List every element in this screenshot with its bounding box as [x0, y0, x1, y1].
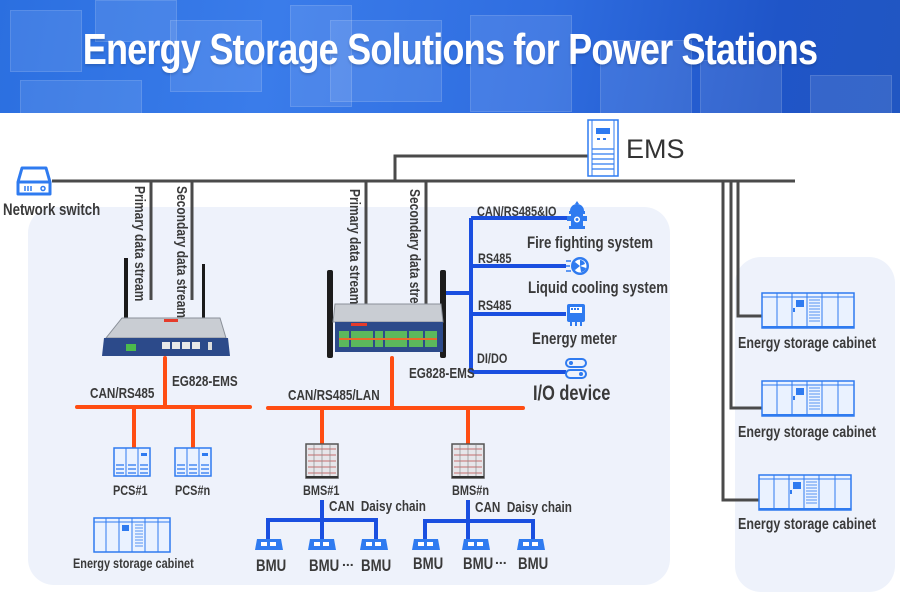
- right-cabinet-3-label: Energy storage cabinet: [738, 516, 877, 533]
- energy-storage-cabinet-icon: [758, 474, 852, 511]
- bmu-module-icon: [308, 539, 336, 550]
- bmu-label: BMU: [413, 554, 444, 573]
- left-bus-label: CAN/RS485: [90, 385, 155, 402]
- right-cabinet-2-label: Energy storage cabinet: [738, 424, 877, 441]
- cabinet-link-2: [729, 181, 762, 410]
- bmu-module-icon: [360, 539, 388, 550]
- bmu-label: BMU: [361, 556, 392, 575]
- io-device-label: I/O device: [533, 382, 611, 405]
- io-protocol-label: DI/DO: [477, 350, 508, 366]
- energy-storage-cabinet-icon: [93, 517, 171, 553]
- cooling-fan-icon: [566, 257, 589, 275]
- bmu-module-icon: [412, 539, 440, 550]
- fire-protocol-label: CAN/RS485&IO: [477, 203, 557, 219]
- left-gateway-router-icon: [102, 258, 230, 356]
- left-gateway-model: EG828-EMS: [172, 373, 238, 390]
- cabinet-link-3: [721, 181, 760, 502]
- center-gateway-model: EG828-EMS: [409, 365, 475, 382]
- pcs-cabinet-icon: [113, 447, 151, 477]
- bmu-label: BMU: [518, 554, 549, 573]
- meter-protocol-label: RS485: [478, 297, 512, 313]
- bmu-label: BMU: [256, 556, 287, 575]
- bms-battery-rack-icon: [451, 443, 485, 479]
- right-cabinet-1-label: Energy storage cabinet: [738, 335, 877, 352]
- bms1-chain-label: CAN Daisy chain: [329, 498, 426, 515]
- center-secondary-stream-label: Secondary data stream: [406, 189, 423, 322]
- server-cabinet-icon: [587, 119, 619, 177]
- energy-storage-cabinet-icon: [761, 380, 855, 417]
- cooling-protocol-label: RS485: [478, 250, 512, 266]
- bmsn-chain-label: CAN Daisy chain: [475, 499, 572, 516]
- network-switch-icon: [16, 166, 52, 196]
- bms-battery-rack-icon: [305, 443, 339, 479]
- bmu-module-icon: [255, 539, 283, 550]
- left-cabinet-label: Energy storage cabinet: [73, 555, 194, 571]
- fire-hydrant-icon: [567, 201, 587, 229]
- cabinet-link-1: [736, 181, 762, 318]
- pcs-1-label: PCS#1: [113, 482, 148, 498]
- center-bus-label: CAN/RS485/LAN: [288, 387, 380, 404]
- liquid-cooling-label: Liquid cooling system: [528, 278, 668, 297]
- network-switch-label: Network switch: [3, 200, 101, 219]
- left-primary-stream-label: Primary data stream: [131, 186, 148, 302]
- toggle-switch-icon: [565, 358, 587, 379]
- left-secondary-stream-label: Secondary data stream: [173, 186, 190, 319]
- ems-link: [393, 154, 590, 181]
- fire-fighting-label: Fire fighting system: [527, 233, 653, 252]
- energy-meter-label: Energy meter: [532, 329, 617, 348]
- energy-meter-icon: [567, 304, 585, 326]
- pcs-n-label: PCS#n: [175, 482, 211, 498]
- pcs-cabinet-icon: [174, 447, 212, 477]
- header-banner: Energy Storage Solutions for Power Stati…: [0, 0, 900, 113]
- page-title: Energy Storage Solutions for Power Stati…: [82, 25, 818, 74]
- energy-storage-cabinet-icon: [761, 292, 855, 329]
- bmu-module-icon: [462, 539, 490, 550]
- bmsn-chain-bus: [423, 519, 535, 543]
- ems-label: EMS: [626, 134, 685, 164]
- center-gateway-router-icon: [327, 270, 446, 358]
- bmu-module-icon: [517, 539, 545, 550]
- bmu-ellipsis: ...: [342, 553, 354, 569]
- bmu-ellipsis: ...: [495, 551, 507, 567]
- bmu-label: BMU: [463, 554, 494, 573]
- bms-n-label: BMS#n: [452, 482, 490, 498]
- bms-1-label: BMS#1: [303, 482, 340, 498]
- center-primary-stream-label: Primary data stream: [346, 189, 363, 305]
- bmu-label: BMU: [309, 556, 340, 575]
